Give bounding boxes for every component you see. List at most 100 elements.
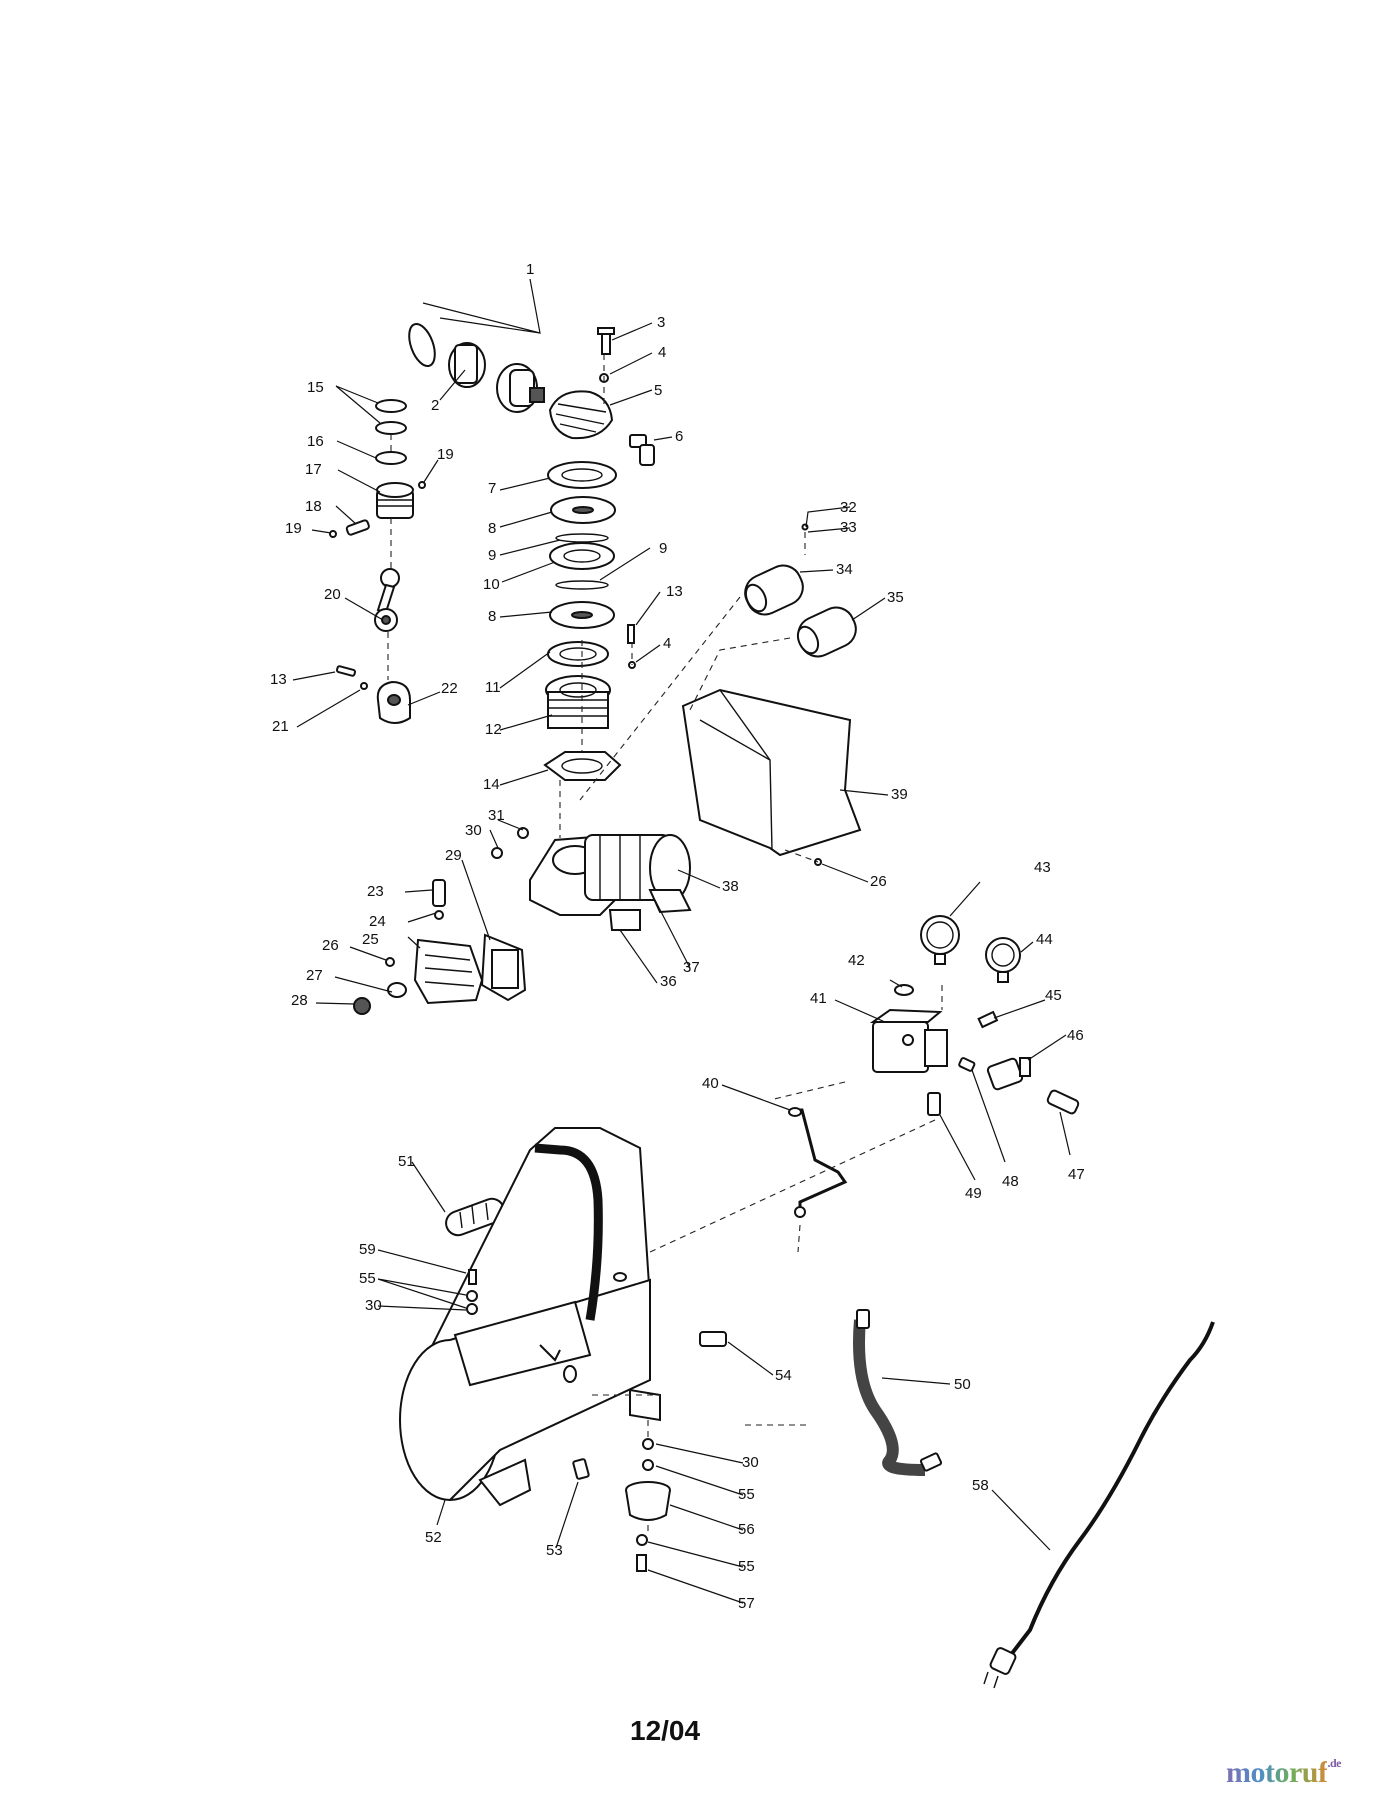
label-26b: 26 <box>870 873 887 890</box>
cylinder-bolt <box>627 624 636 669</box>
power-cord <box>983 1321 1215 1689</box>
crankcase-cover <box>353 879 527 1015</box>
label-48: 48 <box>1002 1173 1019 1190</box>
rubber-foot-stack <box>625 1438 671 1572</box>
label-9a: 9 <box>488 547 496 564</box>
label-16: 16 <box>307 433 324 450</box>
wrist-pin <box>329 481 426 538</box>
label-27: 27 <box>306 967 323 984</box>
piston-rings <box>375 399 407 465</box>
date-code: 12/04 <box>630 1715 701 1746</box>
part-number-labels: 1 2 3 4 5 6 7 8 9 9 10 8 13 4 11 12 14 1… <box>270 261 1085 1612</box>
label-52: 52 <box>425 1529 442 1546</box>
label-46: 46 <box>1067 1027 1084 1044</box>
label-22: 22 <box>441 680 458 697</box>
label-20: 20 <box>324 586 341 603</box>
assembly-lines <box>387 354 943 1535</box>
label-8a: 8 <box>488 520 496 537</box>
label-43: 43 <box>1034 859 1051 876</box>
label-8b: 8 <box>488 608 496 625</box>
label-53: 53 <box>546 1542 563 1559</box>
label-34: 34 <box>836 561 853 578</box>
upper-bolt-stack <box>466 1269 478 1315</box>
label-49: 49 <box>965 1185 982 1202</box>
tank-fitting <box>699 1331 727 1347</box>
label-38: 38 <box>722 878 739 895</box>
outlet-tube <box>788 1107 848 1218</box>
watermark-logo: motoruf.de <box>1226 1756 1341 1790</box>
label-51: 51 <box>398 1153 415 1170</box>
watermark-tld: .de <box>1327 1756 1341 1770</box>
cylinder-gasket <box>543 751 622 781</box>
piston <box>376 482 414 519</box>
cylinder-head <box>548 390 614 440</box>
label-35: 35 <box>887 589 904 606</box>
drain-valve <box>572 1458 590 1480</box>
label-55a: 55 <box>359 1270 376 1287</box>
motor-fasteners <box>491 827 822 866</box>
motor-shroud <box>681 688 862 857</box>
label-41: 41 <box>810 990 827 1007</box>
label-24: 24 <box>369 913 386 930</box>
label-28: 28 <box>291 992 308 1009</box>
label-12: 12 <box>485 721 502 738</box>
valve-plate-stack <box>547 461 617 667</box>
eccentric <box>335 665 411 724</box>
leader-lines <box>292 278 1071 1604</box>
label-26a: 26 <box>322 937 339 954</box>
label-18: 18 <box>305 498 322 515</box>
label-19b: 19 <box>285 520 302 537</box>
label-2: 2 <box>431 397 439 414</box>
elbow-fitting <box>629 434 655 466</box>
label-29: 29 <box>445 847 462 864</box>
label-40: 40 <box>702 1075 719 1092</box>
label-30b: 30 <box>365 1297 382 1314</box>
label-47: 47 <box>1068 1166 1085 1183</box>
label-54: 54 <box>775 1367 792 1384</box>
label-36: 36 <box>660 973 677 990</box>
label-42: 42 <box>848 952 865 969</box>
label-21: 21 <box>272 718 289 735</box>
label-13b: 13 <box>270 671 287 688</box>
label-19a: 19 <box>437 446 454 463</box>
label-4a: 4 <box>658 344 666 361</box>
label-13a: 13 <box>666 583 683 600</box>
label-15: 15 <box>307 379 324 396</box>
label-3: 3 <box>657 314 665 331</box>
air-hose <box>853 1309 943 1476</box>
label-7: 7 <box>488 480 496 497</box>
pressure-switch-manifold <box>869 915 1080 1116</box>
watermark-main: motoruf <box>1226 1756 1328 1789</box>
label-58: 58 <box>972 1477 989 1494</box>
label-59: 59 <box>359 1241 376 1258</box>
label-14: 14 <box>483 776 500 793</box>
label-25: 25 <box>362 931 379 948</box>
label-45: 45 <box>1045 987 1062 1004</box>
label-39: 39 <box>891 786 908 803</box>
air-tank <box>399 1127 661 1507</box>
label-5: 5 <box>654 382 662 399</box>
label-56: 56 <box>738 1521 755 1538</box>
label-1: 1 <box>526 261 534 278</box>
label-17: 17 <box>305 461 322 478</box>
motor-assembly <box>529 833 692 931</box>
label-30a: 30 <box>465 822 482 839</box>
label-50: 50 <box>954 1376 971 1393</box>
label-31: 31 <box>488 807 505 824</box>
label-6: 6 <box>675 428 683 445</box>
air-filter-assembly <box>408 322 545 413</box>
capacitors <box>744 523 857 658</box>
label-55b: 55 <box>738 1486 755 1503</box>
head-bolt <box>597 327 615 383</box>
label-23: 23 <box>367 883 384 900</box>
label-9b: 9 <box>659 540 667 557</box>
connecting-rod <box>374 568 400 632</box>
label-37: 37 <box>683 959 700 976</box>
label-32: 32 <box>840 499 857 516</box>
label-33: 33 <box>840 519 857 536</box>
cylinder <box>545 675 611 729</box>
label-55c: 55 <box>738 1558 755 1575</box>
label-11: 11 <box>485 679 501 696</box>
